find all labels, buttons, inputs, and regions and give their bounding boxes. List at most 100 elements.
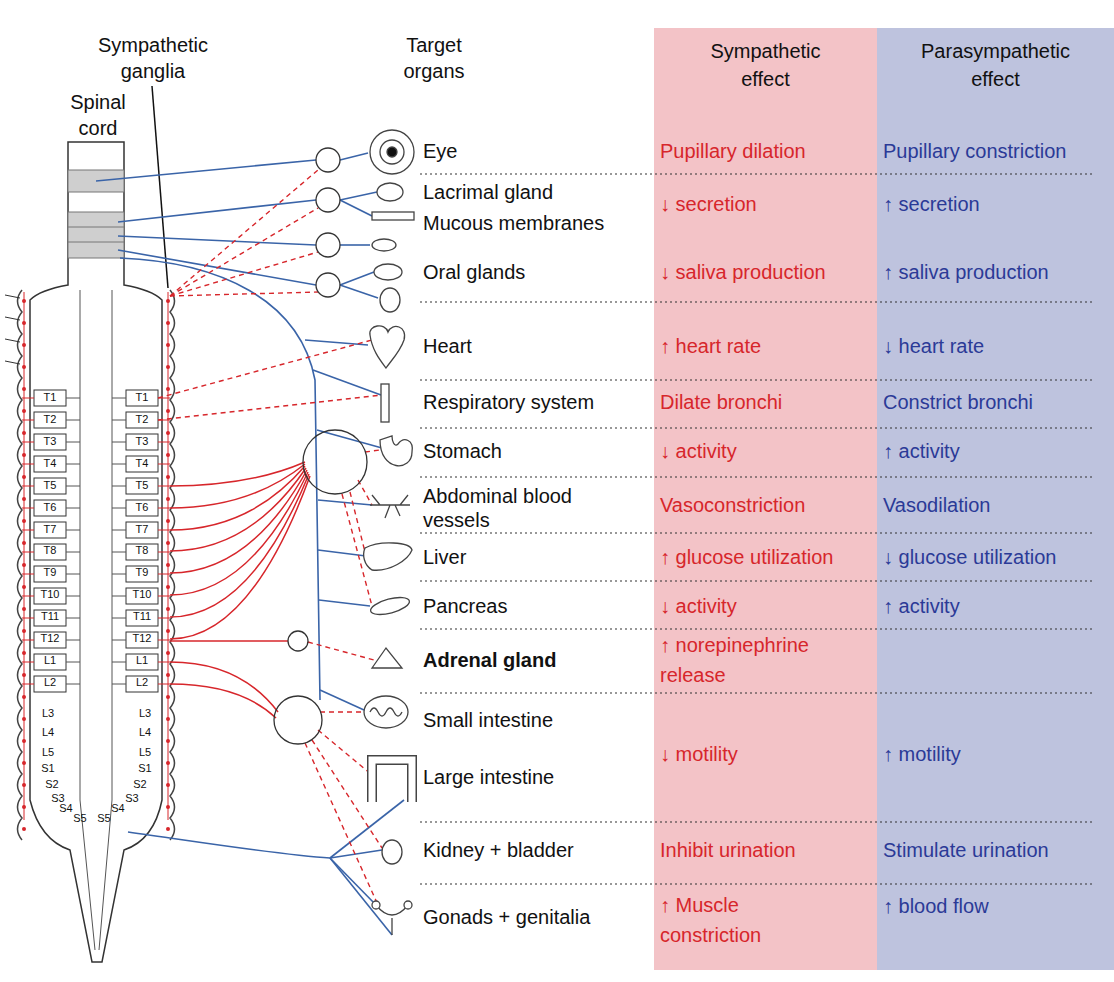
effect-text: ↓ secretion: [660, 189, 873, 219]
segment-label: L1: [38, 654, 62, 667]
segment-line: [112, 508, 126, 509]
ganglion-circles: [274, 696, 322, 744]
organ-label: Liver: [423, 545, 648, 569]
part-label: Sympathetic ganglia: [78, 32, 228, 84]
ganglion-circles: [316, 273, 340, 297]
segment-line: [112, 552, 126, 553]
sympathetic-postganglionic: [350, 492, 366, 556]
effect-text: ↑ Muscle constriction: [660, 890, 820, 950]
segment-line: [66, 442, 80, 443]
ganglion-dot: [166, 563, 170, 567]
row-separator: [420, 427, 1092, 428]
organ-label: Respiratory system: [423, 390, 648, 414]
sympathetic-postganglionic: [170, 252, 318, 296]
cord-center-line: [112, 290, 113, 800]
segment-box: [126, 588, 158, 604]
segment-box: [34, 654, 66, 670]
segment-box: [126, 434, 158, 450]
ganglion-dot: [22, 299, 26, 303]
effect-text: ↑ motility: [883, 739, 1110, 769]
segment-label: L3: [133, 707, 157, 720]
ganglion-dot: [166, 453, 170, 457]
effect-text: ↑ heart rate: [660, 331, 873, 361]
segment-line: [66, 398, 80, 399]
row-separator: [420, 379, 1092, 380]
effect-text: Vasoconstriction: [660, 490, 873, 520]
parasympathetic-wires: [330, 858, 392, 935]
parasympathetic-wires: [120, 258, 320, 700]
segment-box: [126, 566, 158, 582]
ganglion-circles: [316, 233, 340, 257]
organ-icons: [364, 130, 414, 935]
segment-line: [66, 574, 80, 575]
parasympathetic-wires: [317, 430, 382, 448]
stomach-icon: [380, 436, 412, 466]
segment-line: [112, 618, 126, 619]
effect-text: ↑ norepinephrine release: [660, 630, 860, 690]
oral-gland-icon: [372, 239, 396, 251]
ganglion-dot: [166, 541, 170, 545]
ganglion-dot: [166, 761, 170, 765]
segment-label: T10: [38, 588, 62, 601]
segment-label: T5: [130, 479, 154, 492]
parasympathetic-wires: [340, 192, 377, 200]
ganglion-circles: [288, 631, 308, 651]
segment-line: [112, 596, 126, 597]
segment-box: [126, 654, 158, 670]
segment-box: [34, 522, 66, 538]
vertebra-repeats: [5, 290, 175, 840]
segment-label: T4: [38, 457, 62, 470]
segment-box: [126, 390, 158, 406]
segment-label: L4: [133, 726, 157, 739]
sympathetic-postganglionic: [318, 730, 372, 775]
segment-box: [34, 434, 66, 450]
cord-segment: [68, 212, 124, 258]
segment-box: [34, 500, 66, 516]
organ-label: Adrenal gland: [423, 648, 648, 672]
segment-line: [66, 618, 80, 619]
segment-box: [34, 676, 66, 692]
cord-segment-line: [68, 242, 124, 243]
segment-label: T2: [38, 413, 62, 426]
sympathetic-postganglionic: [320, 711, 364, 712]
ganglion-dot: [22, 651, 26, 655]
segment-box: [126, 478, 158, 494]
organ-label: Large intestine: [423, 765, 648, 789]
parasympathetic-wires: [340, 285, 378, 298]
ganglion-dot: [22, 827, 26, 831]
row-separator: [420, 580, 1092, 581]
segment-label: T1: [130, 391, 154, 404]
sympathetic-wires: [170, 640, 288, 642]
spinal-column: [30, 142, 162, 962]
ganglion-dot: [166, 717, 170, 721]
sympathetic-wires: [170, 684, 276, 718]
effect-column: Parasympathetic effectPupillary constric…: [877, 28, 1114, 970]
pancreas-icon: [369, 594, 411, 618]
sympathetic-wires: [170, 472, 308, 595]
ganglion-dot: [22, 739, 26, 743]
sympathetic-wires: [170, 468, 306, 551]
effect-text: Pupillary constriction: [883, 136, 1110, 166]
ganglion-dot: [22, 541, 26, 545]
row-separator: [420, 532, 1092, 533]
segment-label: T1: [38, 391, 62, 404]
ganglion-dot: [166, 343, 170, 347]
sympathetic-wires: [170, 474, 309, 617]
ganglion-dot: [166, 827, 170, 831]
small-intestine-icon: [370, 708, 402, 716]
parasympathetic-wires: [118, 236, 316, 245]
segment-label: T11: [130, 610, 154, 623]
segment-line: [66, 596, 80, 597]
effect-text: ↓ glucose utilization: [883, 542, 1110, 572]
segment-box: [126, 412, 158, 428]
organ-label: Mucous membranes: [423, 211, 648, 235]
ganglion-dot: [22, 409, 26, 413]
segment-line: [112, 684, 126, 685]
segment-line: [112, 398, 126, 399]
ganglion-dot: [22, 783, 26, 787]
effect-text: ↑ activity: [883, 436, 1110, 466]
effect-text: Vasodilation: [883, 490, 1110, 520]
organ-label: Lacrimal gland: [423, 180, 648, 204]
parasympathetic-wires: [320, 690, 364, 710]
sympathetic-wires: [170, 462, 305, 486]
